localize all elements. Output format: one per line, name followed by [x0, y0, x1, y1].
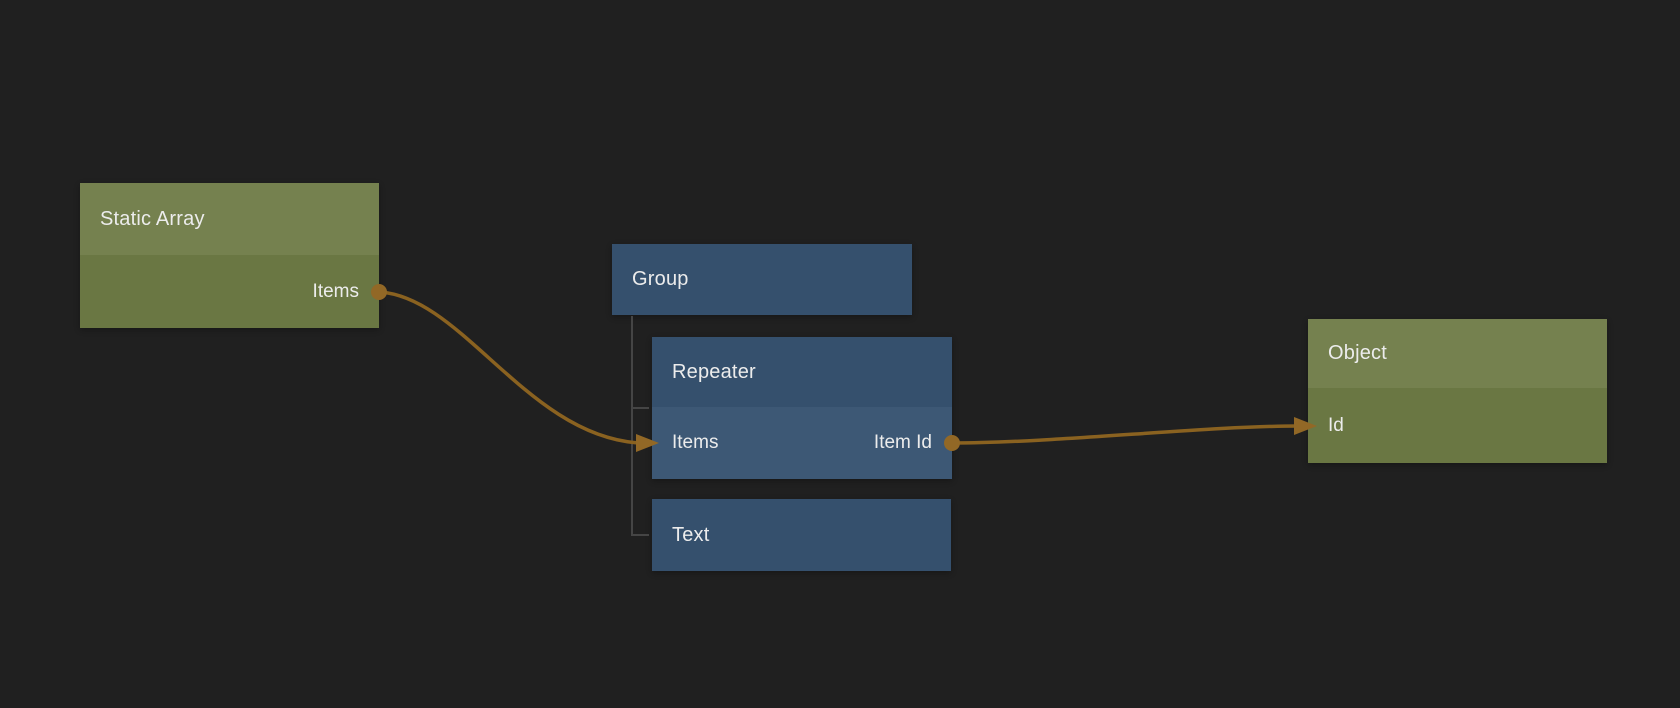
- wire-repeater-item-id-to-object-id[interactable]: [951, 424, 1299, 445]
- node-object-header[interactable]: Object: [1308, 319, 1607, 388]
- node-group-header[interactable]: Group: [612, 244, 912, 315]
- node-title: Object: [1328, 342, 1388, 364]
- node-title: Repeater: [672, 360, 756, 383]
- node-text-header[interactable]: Text: [652, 499, 951, 571]
- node-repeater[interactable]: Repeater Items Item Id: [652, 337, 952, 479]
- node-repeater-ports: Items Item Id: [652, 407, 952, 479]
- node-object[interactable]: Object Id: [1308, 319, 1607, 463]
- port-label-repeater-item-id-output: Item Id: [873, 432, 932, 453]
- node-repeater-header[interactable]: Repeater: [652, 337, 952, 407]
- node-static-array[interactable]: Static Array Items: [80, 183, 379, 328]
- wire-static-array-items-to-repeater-items[interactable]: [378, 290, 641, 445]
- port-label-static-array-items-output: Items: [312, 280, 359, 302]
- node-group[interactable]: Group: [612, 244, 912, 315]
- node-title: Text: [672, 523, 710, 546]
- group-children-tree-line: [631, 316, 649, 536]
- node-text[interactable]: Text: [652, 499, 951, 571]
- node-object-ports: Id: [1308, 388, 1607, 463]
- node-title: Static Array: [100, 207, 205, 230]
- port-label-object-id-input: Id: [1328, 414, 1344, 436]
- node-static-array-header[interactable]: Static Array: [80, 183, 379, 255]
- node-title: Group: [632, 268, 689, 290]
- node-static-array-ports: Items: [80, 255, 379, 328]
- port-label-repeater-items-input: Items: [672, 432, 719, 453]
